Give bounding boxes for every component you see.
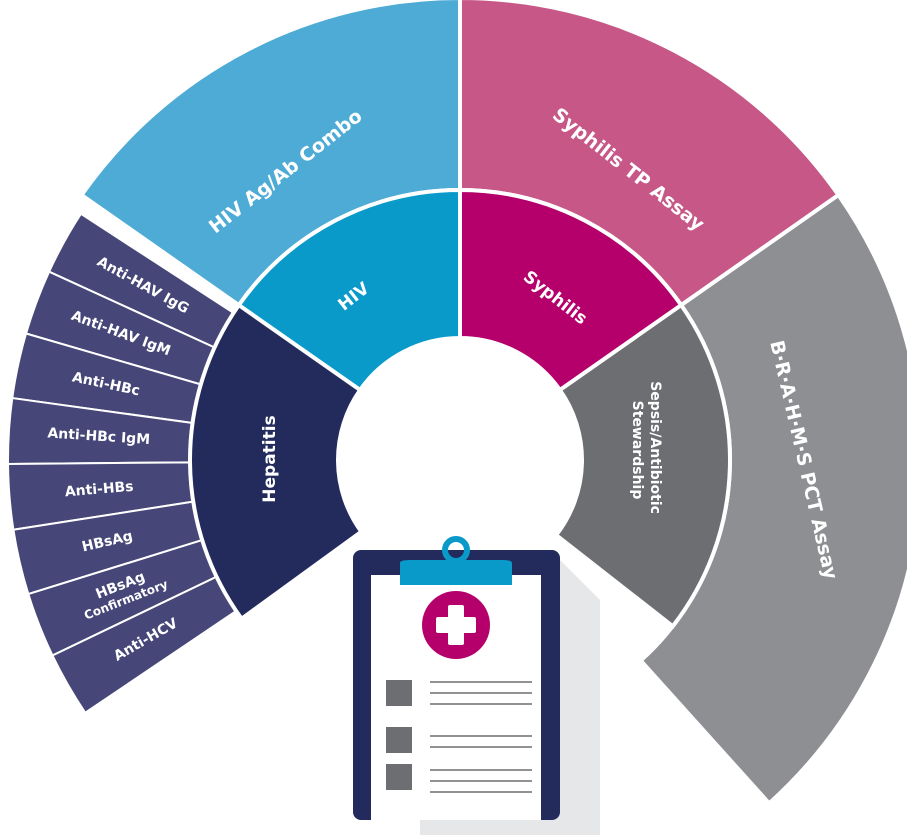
hepatitis-test-label: Anti-HBs <box>64 479 134 501</box>
clipboard-clip <box>400 560 512 585</box>
sepsis-label-line-2: Stewardship <box>629 401 645 500</box>
hepatitis-test-label: Anti-HBc IgM <box>47 425 151 448</box>
sepsis-category-label: Sepsis/Antibiotic Stewardship <box>629 381 663 519</box>
sepsis-inner-sector <box>553 302 732 630</box>
hepatitis-inner-sector <box>188 302 365 622</box>
clipboard-icon <box>353 536 600 835</box>
hepatitis-category-label: Hepatitis <box>260 415 280 502</box>
hepatitis-test-segments <box>7 212 238 715</box>
syphilis-inner-sector <box>458 187 684 393</box>
checkbox-icon <box>386 680 412 706</box>
sepsis-label-line-1: Sepsis/Antibiotic <box>647 381 663 514</box>
medical-cross-icon <box>422 591 490 659</box>
checkbox-icon <box>386 764 412 790</box>
hiv-inner-sector <box>236 187 462 393</box>
checkbox-icon <box>386 727 412 753</box>
